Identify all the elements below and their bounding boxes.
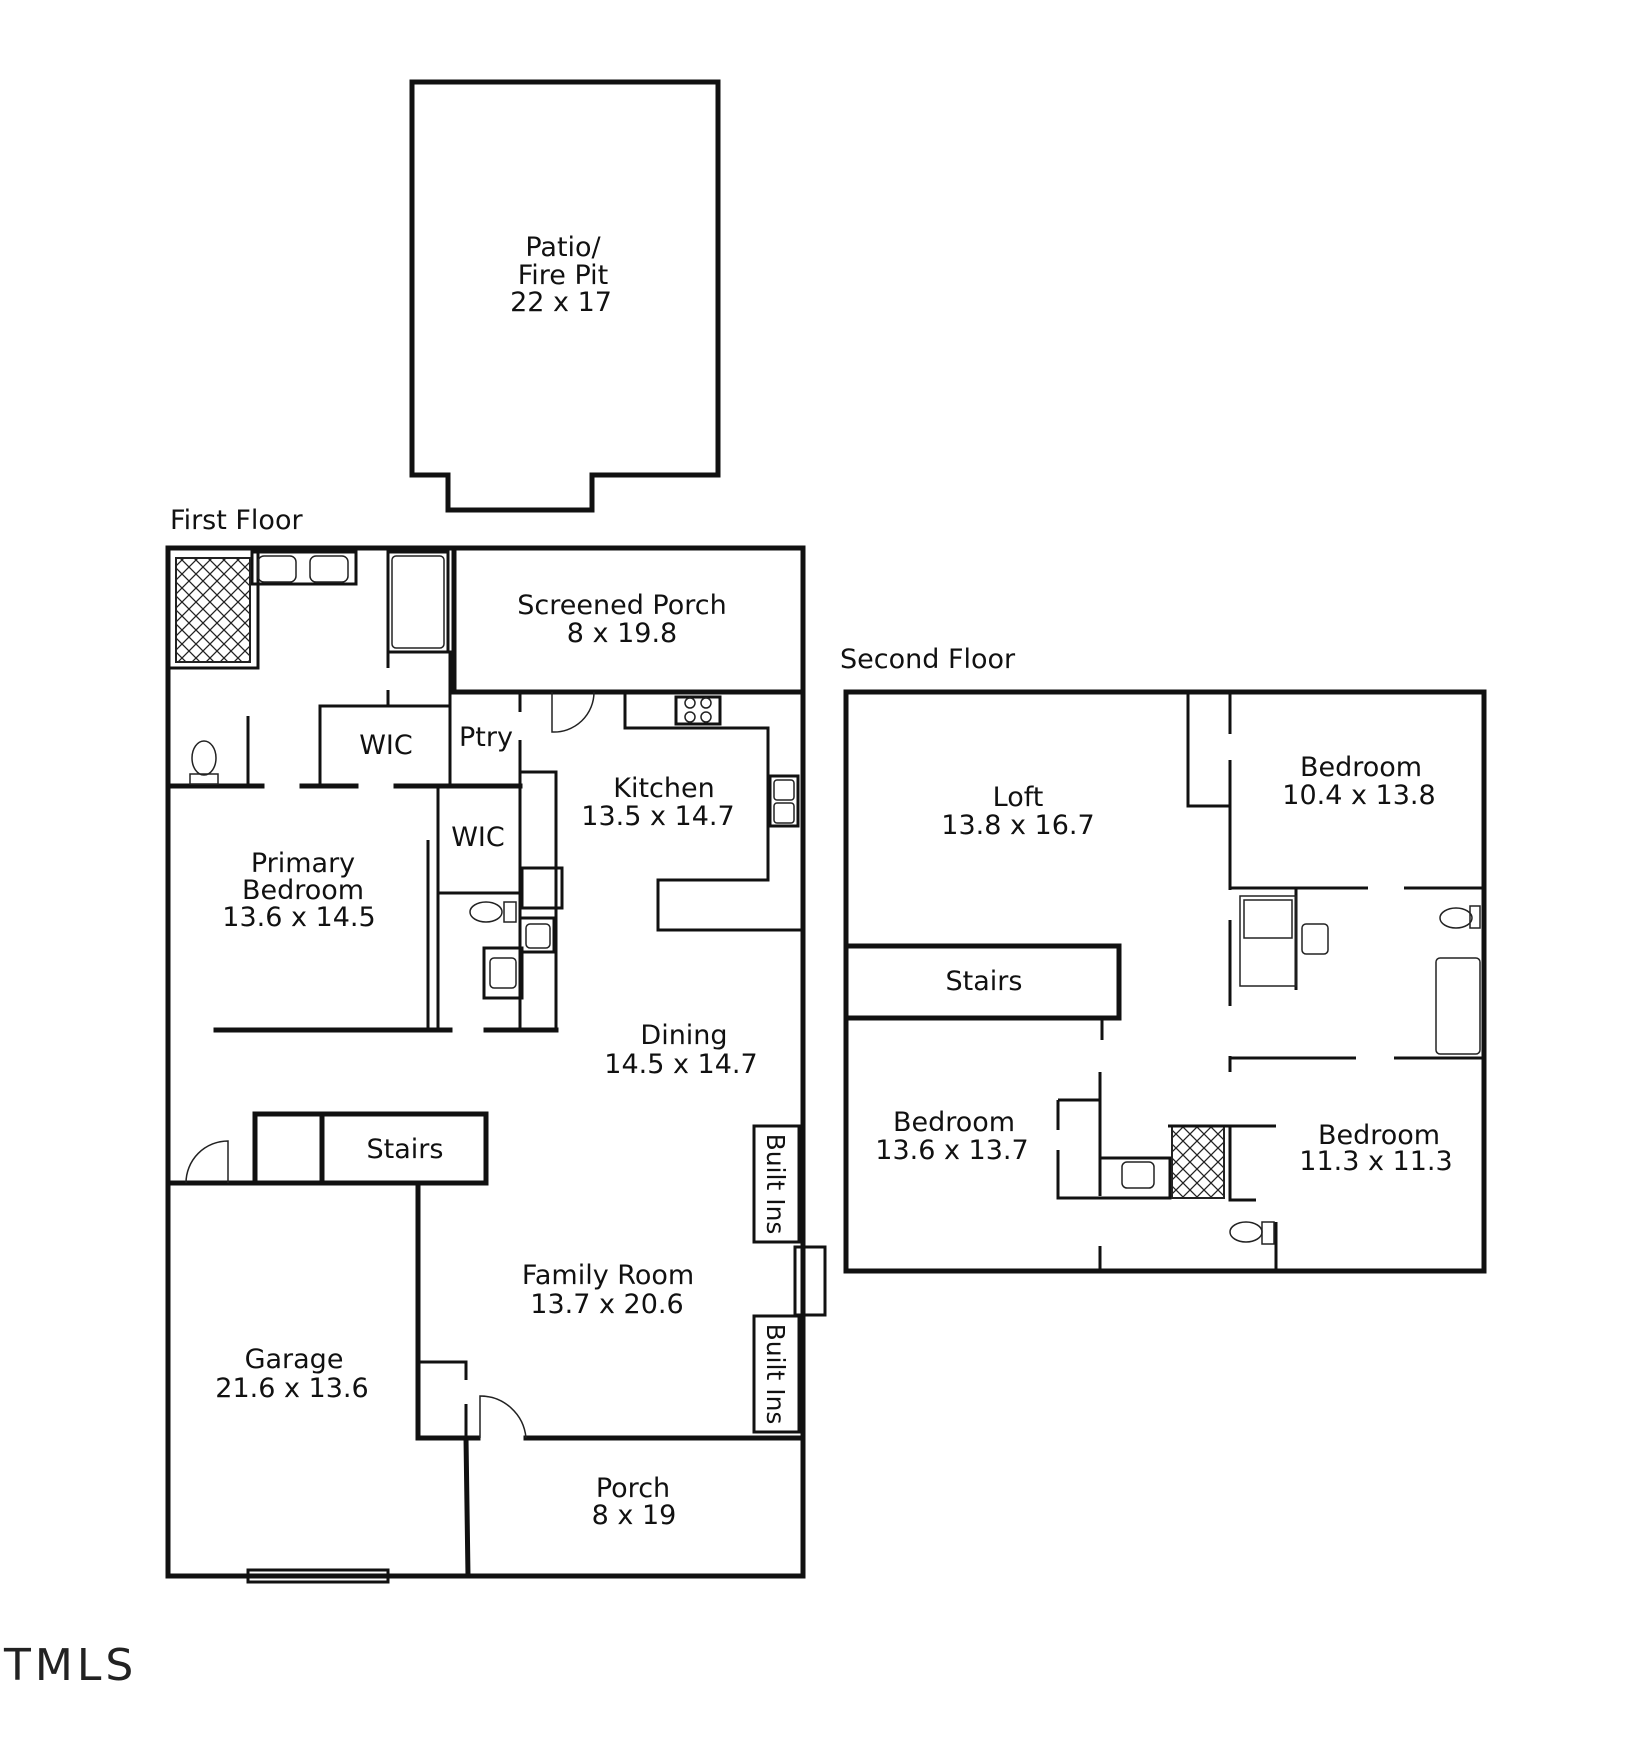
garage-label: Garage (245, 1344, 344, 1375)
dining-size: 14.5 x 14.7 (604, 1049, 757, 1080)
kitchen-size: 13.5 x 14.7 (581, 801, 734, 832)
wic-upper-label: WIC (359, 730, 413, 761)
first-floor-title: First Floor (170, 505, 303, 536)
screened-porch-size: 8 x 19.8 (567, 618, 677, 649)
second-floor-fixtures (1121, 905, 1481, 1245)
screened-porch-label: Screened Porch (517, 590, 726, 621)
family-room-size: 13.7 x 20.6 (530, 1289, 683, 1320)
stairs-second-floor-label: Stairs (946, 966, 1023, 997)
porch-size: 8 x 19 (592, 1500, 677, 1531)
bedroom-sw-label: Bedroom (893, 1107, 1015, 1138)
loft-label: Loft (993, 782, 1044, 813)
bedroom-se-size: 11.3 x 11.3 (1299, 1146, 1452, 1177)
bedroom-sw-size: 13.6 x 13.7 (875, 1135, 1028, 1166)
patio-label-line2: Fire Pit (518, 260, 609, 291)
mls-watermark: TMLS (3, 1640, 137, 1691)
stairs-first-floor-label: Stairs (367, 1134, 444, 1165)
first-floor-walls (165, 545, 827, 1584)
pantry-label: Ptry (459, 722, 513, 753)
loft-size: 13.8 x 16.7 (941, 810, 1094, 841)
primary-bedroom-size: 13.6 x 14.5 (222, 902, 375, 933)
built-ins-lower-label: Built Ins (761, 1324, 790, 1425)
first-floor-fixtures (175, 555, 795, 989)
family-room-label: Family Room (522, 1260, 694, 1291)
second-floor-title: Second Floor (840, 644, 1016, 675)
primary-bedroom-label-line2: Bedroom (242, 875, 364, 906)
porch-label: Porch (596, 1473, 670, 1504)
kitchen-label: Kitchen (613, 773, 714, 804)
bedroom-ne-size: 10.4 x 13.8 (1282, 780, 1435, 811)
built-ins-upper-label: Built Ins (761, 1134, 790, 1235)
second-floor-walls (843, 689, 1487, 1274)
first-floor-doors (185, 691, 595, 1439)
primary-bedroom-label-line1: Primary (251, 848, 355, 879)
bedroom-ne-label: Bedroom (1300, 752, 1422, 783)
patio-label-line1: Patio/ (525, 232, 601, 263)
patio-size: 22 x 17 (510, 287, 612, 318)
bedroom-se-label: Bedroom (1318, 1120, 1440, 1151)
patio-outline (409, 79, 721, 513)
wic-lower-label: WIC (451, 822, 505, 853)
garage-size: 21.6 x 13.6 (215, 1373, 368, 1404)
dining-label: Dining (640, 1020, 727, 1051)
